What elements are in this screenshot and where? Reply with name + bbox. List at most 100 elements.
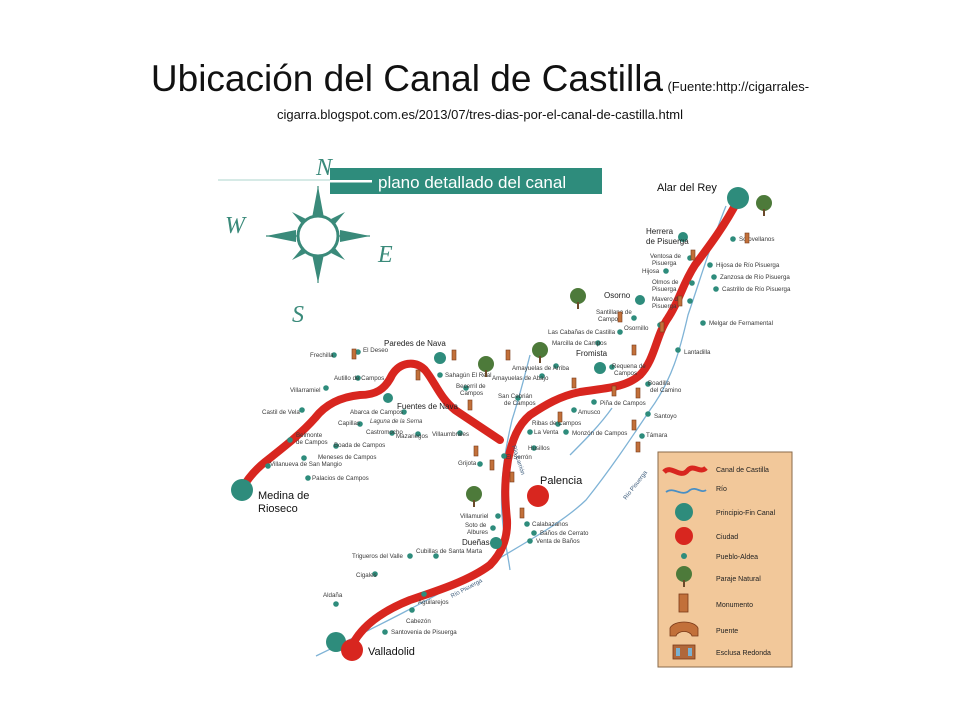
tower-icon	[415, 369, 421, 381]
tree-icon	[532, 342, 548, 363]
trees	[466, 195, 772, 507]
label-village: Villaumbrales	[432, 431, 469, 438]
tower-icon	[467, 399, 473, 411]
label-village: Castromocho	[366, 429, 403, 436]
label-village: Villamuriel	[460, 513, 488, 520]
label-village: Amayuelas de Abajo	[492, 375, 549, 382]
compass-west: W	[225, 213, 247, 239]
label-village: Albures	[467, 529, 488, 536]
label-village: Zanzosa de Río Pisuerga	[720, 274, 790, 281]
legend-label-esclusa: Esclusa Redonda	[716, 650, 771, 657]
label-village: Santoyo	[654, 413, 677, 420]
label-village: Hijosa de Río Pisuerga	[716, 262, 780, 269]
tower-icon	[631, 419, 637, 431]
label-village: Villarramiel	[290, 387, 321, 394]
compass-east: E	[377, 242, 393, 268]
tree-icon	[756, 195, 772, 216]
legend-label-puente: Puente	[716, 628, 738, 635]
label-herrera: Herrera	[646, 227, 674, 236]
tree-icon	[466, 486, 482, 507]
banner-text: plano detallado del canal	[378, 173, 566, 192]
label-palencia: Palencia	[540, 475, 583, 487]
tower-icon	[451, 349, 457, 361]
label-village: Santillana de	[596, 309, 632, 316]
legend-label-canal: Canal de Castilla	[716, 467, 769, 474]
label-village: Osornillo	[624, 325, 649, 332]
tower-icon	[611, 385, 617, 397]
label-village: Meneses de Campos	[318, 454, 376, 461]
label-village: Villanueva de San Mangio	[270, 461, 342, 468]
label-fromista: Fromista	[576, 349, 608, 358]
label-village: Cabezón	[406, 618, 431, 625]
canal-symbol	[662, 465, 708, 476]
river-ucieza	[569, 407, 613, 456]
label-village: San Cebrián	[498, 393, 533, 400]
label-alar-del-rey: Alar del Rey	[657, 182, 717, 194]
label-village: Boada de Campos	[334, 442, 385, 449]
city-valladolid	[341, 639, 363, 661]
legend: Canal de Castilla Río Principio-Fin Cana…	[657, 451, 793, 668]
label-village: Piña de Campos	[600, 400, 646, 407]
label-village: Campos	[598, 316, 621, 323]
label-village: de Campos	[296, 439, 328, 446]
legend-label-principio-fin: Principio-Fin Canal	[716, 510, 776, 517]
label-village: Las Cabañas de Castilla	[548, 329, 616, 336]
title-block: Ubicación del Canal de Castilla (Fuente:…	[0, 58, 960, 124]
label-village: Autillo de Campos	[334, 375, 384, 382]
legend-label-pueblo: Pueblo-Aldea	[716, 554, 758, 561]
label-fuentes-de-nava: Fuentes de Nava	[397, 402, 458, 411]
label-village: Pisuerga	[652, 260, 677, 267]
label-rio-pisuerga-north: Río Pisuerga	[623, 470, 649, 502]
label-village: Aldaña	[323, 592, 343, 599]
canal-campos-branch	[238, 359, 504, 493]
banner: plano detallado del canal	[218, 168, 602, 194]
label-laguna: Laguna de la Serna	[370, 419, 423, 425]
label-village: Belmonte	[296, 432, 323, 439]
tower-icon	[677, 295, 683, 307]
label-village: Calabazanos	[532, 521, 568, 528]
title-line-1: Ubicación del Canal de Castilla (Fuente:…	[0, 58, 960, 108]
endpoint-alar-del-rey	[727, 187, 749, 209]
red-circle	[675, 527, 693, 545]
label-village: Lantadilla	[684, 349, 711, 356]
tower-icon	[690, 249, 696, 261]
bridge-icon	[669, 621, 699, 637]
label-village: Requena de	[612, 363, 646, 370]
label-village: Amusco	[578, 409, 601, 416]
tree-icon	[570, 288, 586, 309]
label-village: Olmos de	[652, 279, 679, 286]
tree-icon	[676, 566, 692, 587]
label-village: Venta de Baños	[536, 538, 580, 545]
label-village: Marcilla de Campos	[552, 340, 607, 347]
tower-icon	[635, 441, 641, 453]
label-village: Capillas	[338, 420, 360, 427]
label-village: Soto de	[465, 522, 487, 529]
label-village: El Deseo	[363, 347, 389, 354]
label-village: Amayuelas de Arriba	[512, 365, 570, 372]
label-village: Ventosa de	[650, 253, 682, 260]
label-duenas: Dueñas	[462, 538, 490, 547]
label-village: Campos	[614, 370, 637, 377]
tower-icon	[571, 377, 577, 389]
label-village: Sotovellanos	[739, 236, 774, 243]
tower-icon	[519, 507, 525, 519]
label-village: Pisuerga	[652, 303, 677, 310]
small-teal-dot	[681, 553, 687, 559]
label-rioseco: Rioseco	[258, 503, 298, 515]
label-village: Cigales	[356, 572, 377, 579]
tower-icon	[473, 445, 479, 457]
compass-south: S	[292, 302, 304, 328]
tree-icon	[478, 356, 494, 377]
tower-icon	[678, 593, 689, 613]
monuments	[351, 232, 750, 519]
label-village: Palacios de Campos	[312, 475, 369, 482]
label-village: Grijota	[458, 460, 477, 467]
legend-label-ciudad: Ciudad	[716, 534, 738, 541]
canal-northern-branch	[346, 196, 742, 654]
page-title: Ubicación del Canal de Castilla	[150, 58, 664, 99]
tower-icon	[631, 344, 637, 356]
tower-icon	[509, 471, 515, 483]
compass-rose: N W E S	[225, 155, 393, 328]
tower-icon	[505, 349, 511, 361]
